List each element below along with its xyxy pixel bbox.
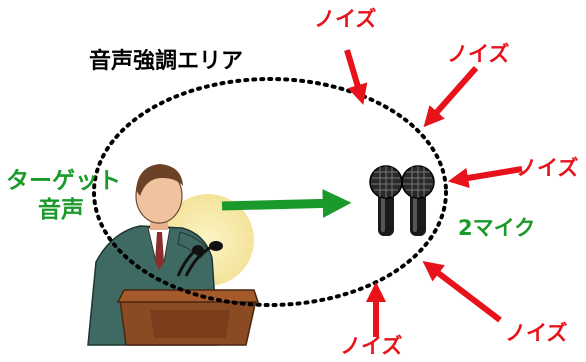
mic-count-label: 2マイク [458,216,536,240]
noise-label: ノイズ [314,7,377,31]
microphone-pair-icon [369,165,435,236]
noise-arrows [344,49,523,337]
noise-arrow-bottom-right [422,261,502,323]
noise-arrow-top-left [344,49,368,105]
noise-label: ノイズ [447,42,510,66]
target-voice-arrow [221,189,352,218]
noise-label: ノイズ [516,156,579,180]
noise-arrow-right [447,166,523,189]
noise-arrow-top-right [423,66,479,128]
target-voice-label-line2: 音声 [38,197,84,223]
noise-label: ノイズ [340,334,403,358]
noise-label: ノイズ [505,321,568,345]
enhancement-area-label: 音声強調エリア [89,49,244,74]
target-voice-label-line1: ターゲット [6,168,121,194]
enhancement-area-border [92,77,448,307]
microphone-left-icon [369,165,403,236]
microphone-right-icon [401,165,435,236]
